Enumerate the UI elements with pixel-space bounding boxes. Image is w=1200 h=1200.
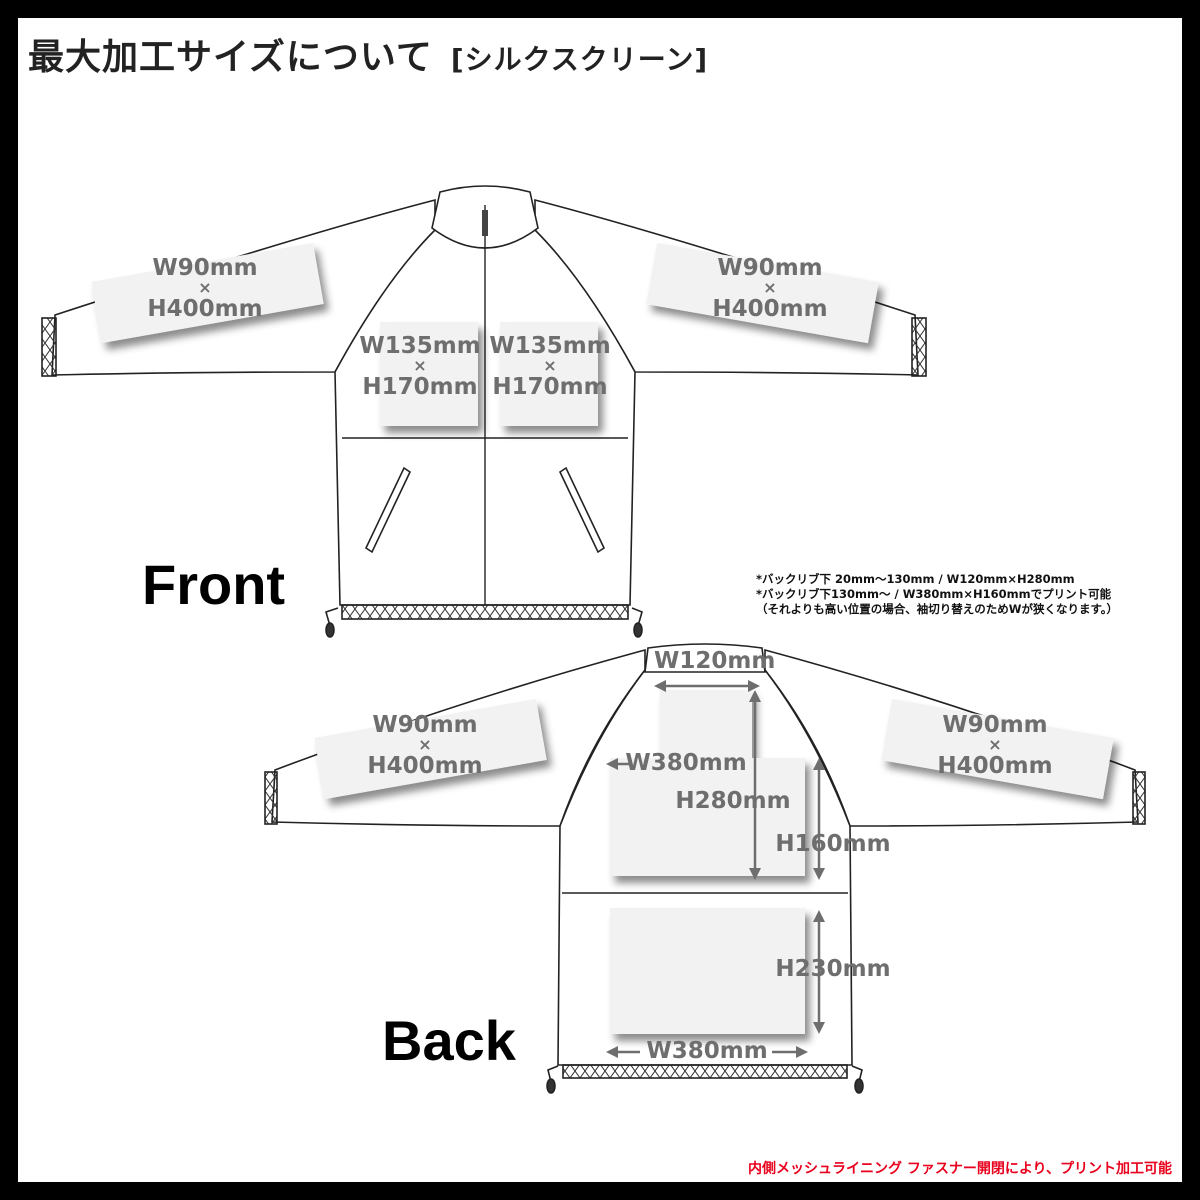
back-collar-outline: [644, 643, 766, 673]
front-right-chest-area: [380, 322, 478, 426]
note-line-2: *バックリブ下130mm〜 / W380mm×H160mmでプリント可能: [756, 586, 1112, 601]
note-line-1: *バックリブ下 20mm〜130mm / W120mm×H280mm: [756, 572, 1075, 586]
front-view-label: Front: [142, 553, 286, 616]
back-view-label: Back: [382, 1009, 516, 1072]
back-left-sleeve-size: W90mm × H400mm: [937, 712, 1053, 779]
print-notes: *バックリブ下 20mm〜130mm / W120mm×H280mm *バックリ…: [756, 572, 1118, 617]
back-neck-width: W120mm: [654, 648, 776, 674]
back-right-sleeve-area: [314, 698, 547, 799]
front-right-sleeve-size: W90mm × H400mm: [147, 255, 263, 322]
back-lower-height: H230mm: [775, 956, 891, 982]
back-left-sleeve-area: [881, 699, 1114, 800]
front-left-chest-size: W135mm × H170mm: [489, 333, 611, 400]
back-lower-width: W380mm: [646, 1038, 768, 1064]
front-right-chest-size: W135mm × H170mm: [359, 333, 481, 400]
front-left-sleeve-area: [646, 243, 879, 344]
back-upper-height-b: H160mm: [775, 831, 891, 857]
front-right-sleeve-area: [91, 242, 324, 343]
title-main: 最大加工サイズについて: [28, 37, 433, 78]
front-left-chest-area: [500, 322, 598, 426]
dimension-arrows: [606, 680, 825, 1058]
front-print-areas: [91, 242, 879, 426]
back-print-areas: [314, 690, 1114, 1034]
back-upper-height-a: H280mm: [675, 788, 791, 814]
front-left-sleeve-size: W90mm × H400mm: [712, 255, 828, 322]
title-subtitle: [シルクスクリーン]: [450, 43, 709, 76]
note-line-3: （それよりも高い位置の場合、袖切り替えのためWが狭くなります。）: [756, 601, 1119, 616]
back-right-sleeve-size: W90mm × H400mm: [367, 712, 483, 779]
back-upper-width: W380mm: [625, 750, 747, 776]
footer-note: 内側メッシュライニング ファスナー開閉により、プリント加工可能: [747, 1161, 1172, 1177]
page-title: 最大加工サイズについて [シルクスクリーン]: [28, 28, 708, 80]
back-lower-area: [610, 908, 805, 1034]
back-neck-area: [660, 690, 752, 876]
